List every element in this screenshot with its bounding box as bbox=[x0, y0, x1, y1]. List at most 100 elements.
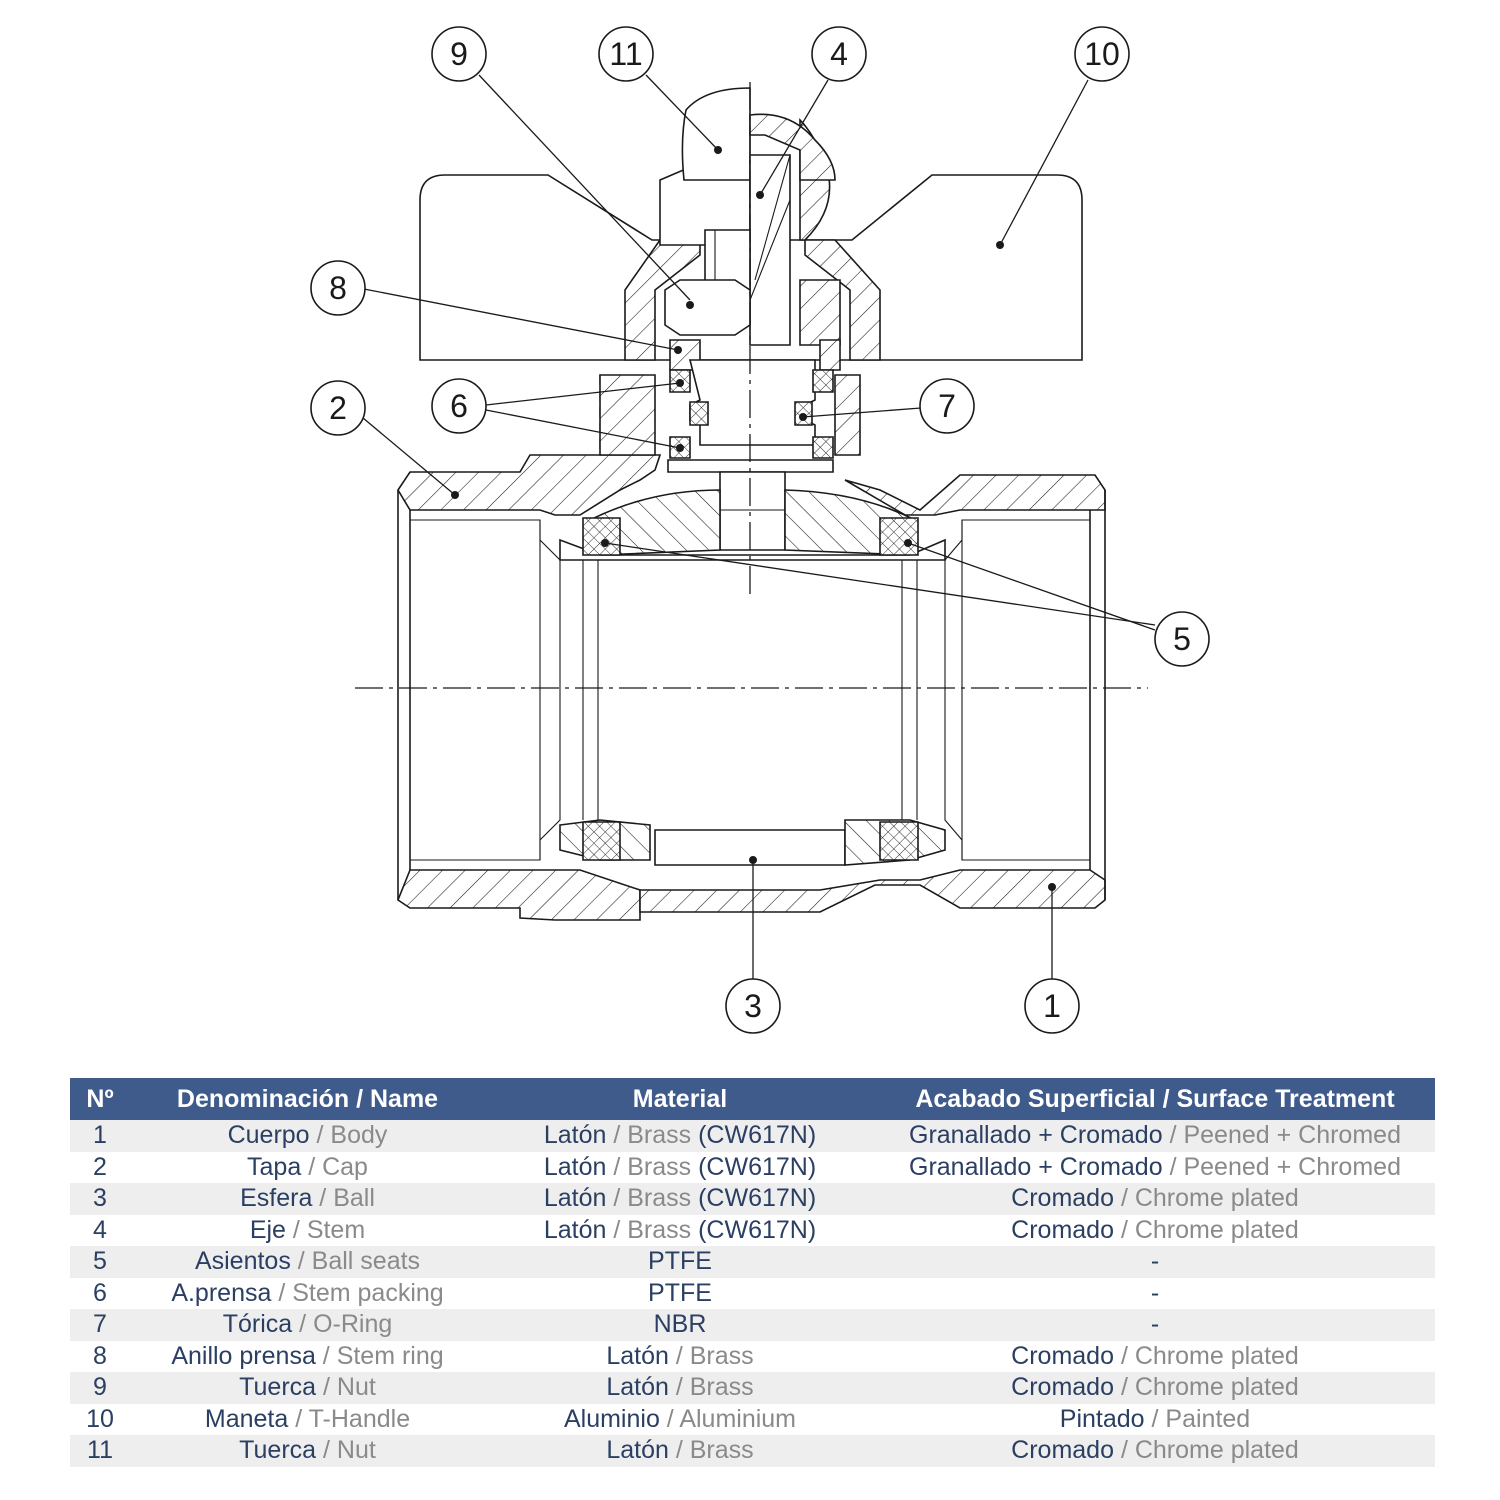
callout-1: 1 bbox=[1024, 978, 1080, 1034]
callout-8-label: 8 bbox=[329, 270, 347, 306]
leader-dots bbox=[451, 146, 1056, 891]
cell-name: Tuerca / Nut bbox=[130, 1435, 485, 1467]
cell-material: Latón / Brass (CW617N) bbox=[485, 1151, 875, 1183]
treatment-en: Chrome plated bbox=[1134, 1215, 1299, 1244]
cell-treatment: Cromado / Chrome plated bbox=[875, 1214, 1435, 1246]
treatment-es: Pintado bbox=[1059, 1404, 1145, 1433]
name-es: A.prensa bbox=[171, 1278, 272, 1307]
callout-8: 8 bbox=[310, 260, 366, 316]
name-en: Stem bbox=[306, 1215, 366, 1244]
treatment-en: Chrome plated bbox=[1134, 1341, 1299, 1370]
material-en: Brass bbox=[689, 1341, 754, 1370]
bore-outline bbox=[397, 490, 1106, 900]
treatment-es: Cromado bbox=[1011, 1436, 1114, 1465]
material-es: Latón bbox=[543, 1152, 607, 1181]
material-es: Latón bbox=[543, 1121, 607, 1150]
callout-7: 7 bbox=[919, 378, 975, 434]
cell-num: 11 bbox=[70, 1435, 130, 1467]
cell-treatment: Granallado + Cromado / Peened + Chromed bbox=[875, 1120, 1435, 1152]
material-en: Brass bbox=[627, 1152, 692, 1181]
header-material: Material bbox=[485, 1078, 875, 1120]
name-es: Tuerca bbox=[239, 1436, 317, 1465]
stem bbox=[667, 359, 834, 551]
cell-treatment: Cromado / Chrome plated bbox=[875, 1183, 1435, 1215]
name-en: Stem packing bbox=[292, 1278, 444, 1307]
name-en: Stem ring bbox=[336, 1341, 444, 1370]
material-es: Latón bbox=[606, 1373, 669, 1402]
cell-treatment: - bbox=[875, 1277, 1435, 1309]
ball-valve-section-drawing: 9 11 4 10 8 2 6 7 5 3 1 bbox=[310, 26, 1210, 1034]
cell-name: Asientos / Ball seats bbox=[130, 1246, 485, 1278]
cell-material: Latón / Brass bbox=[485, 1372, 875, 1404]
name-en: Nut bbox=[336, 1436, 376, 1465]
treatment-en: Peened + Chromed bbox=[1183, 1152, 1401, 1181]
material-es: Aluminio bbox=[563, 1404, 660, 1433]
callout-11-label: 11 bbox=[609, 36, 642, 72]
callout-2: 2 bbox=[310, 380, 366, 436]
material-es: Latón bbox=[606, 1436, 669, 1465]
callout-9-label: 9 bbox=[450, 36, 468, 72]
callout-10-label: 10 bbox=[1084, 36, 1120, 72]
header-treatment: Acabado Superficial / Surface Treatment bbox=[875, 1078, 1435, 1120]
cell-num: 9 bbox=[70, 1372, 130, 1404]
material-es: PTFE bbox=[648, 1247, 712, 1276]
cell-material: Latón / Brass (CW617N) bbox=[485, 1120, 875, 1152]
cell-material: Latón / Brass bbox=[485, 1340, 875, 1372]
cell-num: 10 bbox=[70, 1403, 130, 1435]
cell-treatment: Cromado / Chrome plated bbox=[875, 1435, 1435, 1467]
name-es: Asientos bbox=[194, 1247, 291, 1276]
table-header-row: Nº Denominación / Name Material Acabado … bbox=[70, 1078, 1435, 1120]
treatment-es: - bbox=[1150, 1247, 1160, 1276]
treatment-en: Chrome plated bbox=[1134, 1436, 1299, 1465]
name-en: Ball bbox=[333, 1184, 375, 1213]
material-code: (CW617N) bbox=[698, 1121, 817, 1150]
treatment-es: Cromado bbox=[1011, 1341, 1114, 1370]
material-code: (CW617N) bbox=[698, 1152, 817, 1181]
cell-name: Tórica / O-Ring bbox=[130, 1309, 485, 1341]
callout-1-label: 1 bbox=[1043, 988, 1061, 1024]
name-en: T-Handle bbox=[308, 1404, 411, 1433]
treatment-es: Granallado + Cromado bbox=[909, 1152, 1163, 1181]
cell-name: Maneta / T-Handle bbox=[130, 1403, 485, 1435]
callout-9: 9 bbox=[431, 26, 487, 82]
cell-num: 2 bbox=[70, 1151, 130, 1183]
cell-treatment: Cromado / Chrome plated bbox=[875, 1340, 1435, 1372]
name-es: Eje bbox=[249, 1215, 286, 1244]
treatment-es: - bbox=[1150, 1278, 1160, 1307]
cell-treatment: Cromado / Chrome plated bbox=[875, 1372, 1435, 1404]
callout-6-label: 6 bbox=[450, 388, 468, 424]
callout-11: 11 bbox=[598, 26, 654, 82]
material-en: Aluminium bbox=[679, 1404, 797, 1433]
material-es: Latón bbox=[606, 1341, 669, 1370]
callout-3: 3 bbox=[725, 978, 781, 1034]
callout-3-label: 3 bbox=[744, 988, 762, 1024]
cell-name: Tuerca / Nut bbox=[130, 1372, 485, 1404]
callout-6: 6 bbox=[431, 378, 487, 434]
callout-2-label: 2 bbox=[329, 390, 347, 426]
cell-material: NBR bbox=[485, 1309, 875, 1341]
cell-num: 5 bbox=[70, 1246, 130, 1278]
name-es: Tapa bbox=[247, 1152, 302, 1181]
name-en: O-Ring bbox=[313, 1310, 393, 1339]
name-es: Esfera bbox=[240, 1184, 313, 1213]
leader-lines bbox=[362, 74, 1156, 980]
name-es: Tuerca bbox=[239, 1373, 317, 1402]
cell-material: Latón / Brass bbox=[485, 1435, 875, 1467]
callout-5-label: 5 bbox=[1173, 621, 1191, 657]
cell-name: Tapa / Cap bbox=[130, 1151, 485, 1183]
cell-num: 7 bbox=[70, 1309, 130, 1341]
cell-num: 4 bbox=[70, 1214, 130, 1246]
name-es: Tórica bbox=[222, 1310, 293, 1339]
treatment-es: Granallado + Cromado bbox=[909, 1121, 1163, 1150]
material-es: NBR bbox=[653, 1310, 707, 1339]
callout-5: 5 bbox=[1154, 611, 1210, 667]
treatment-es: Cromado bbox=[1011, 1215, 1114, 1244]
header-num: Nº bbox=[70, 1078, 130, 1120]
